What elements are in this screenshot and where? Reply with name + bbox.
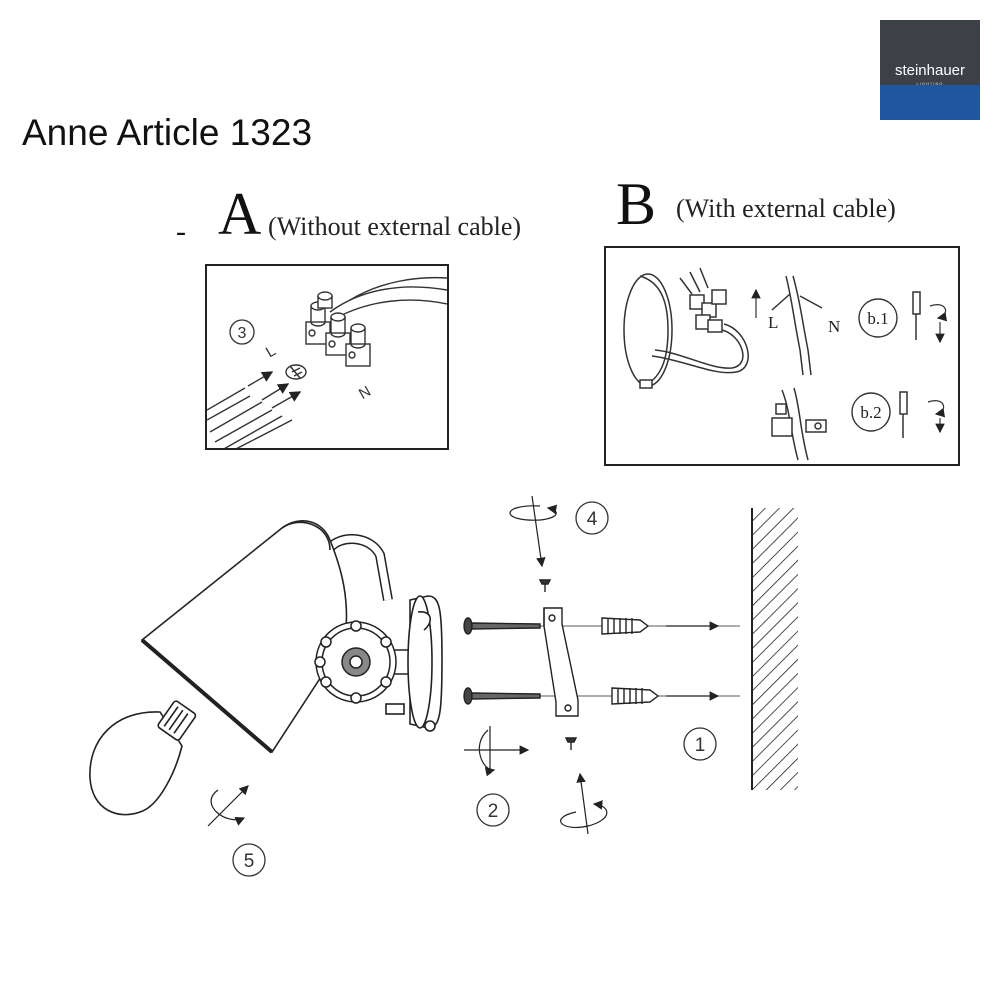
logo-name: steinhauer [894, 62, 966, 79]
step-1-badge [683, 727, 717, 761]
swivel-joint [314, 620, 411, 704]
wall-plate [385, 595, 443, 732]
panel-b-drawing [623, 267, 948, 461]
wall [751, 508, 798, 790]
step-b1-badge [858, 298, 898, 338]
lamp-head [140, 520, 393, 754]
step-5-label: 5 [244, 851, 255, 872]
fixing-hardware [463, 579, 740, 750]
panel-b-frame [604, 246, 960, 466]
panel-a-n-label: N [356, 383, 374, 403]
variant-a-caption: (Without external cable) [268, 212, 522, 241]
logo-sub: LIGHTING [916, 81, 944, 86]
step-3-label: 3 [238, 325, 247, 342]
step-3-badge [229, 319, 255, 345]
step-1-label: 1 [695, 735, 706, 756]
earth-symbol-icon [285, 364, 307, 380]
light-bulb [89, 700, 197, 816]
variant-a-prefix: - [176, 215, 186, 248]
page-title: Anne Article 1323 [22, 112, 313, 153]
screwdriver-b1-icon [912, 291, 921, 340]
step-b1-label: b.1 [867, 309, 888, 328]
step-2-label: 2 [488, 801, 499, 822]
variant-b-letter: B [616, 171, 657, 237]
brand-logo: steinhauer LIGHTING [880, 20, 980, 120]
terminal-block [305, 291, 371, 367]
variant-a-letter: A [218, 181, 262, 247]
step-2-badge [476, 793, 510, 827]
panel-a-frame [205, 264, 449, 450]
step-4-badge [575, 501, 609, 535]
step-b2-badge [851, 392, 891, 432]
step-5-badge [232, 843, 266, 877]
panel-a-l-label: L [263, 342, 279, 361]
step-4-label: 4 [587, 509, 598, 530]
step-b2-label: b.2 [860, 403, 881, 422]
step-badges [232, 501, 717, 877]
panel-b-l-label: L [768, 313, 778, 332]
variant-b-caption: (With external cable) [676, 194, 896, 223]
direction-arrows [207, 495, 720, 835]
panel-b-n-label: N [828, 317, 840, 336]
screwdriver-b2-icon [899, 391, 908, 438]
panel-a-drawing [207, 276, 447, 448]
